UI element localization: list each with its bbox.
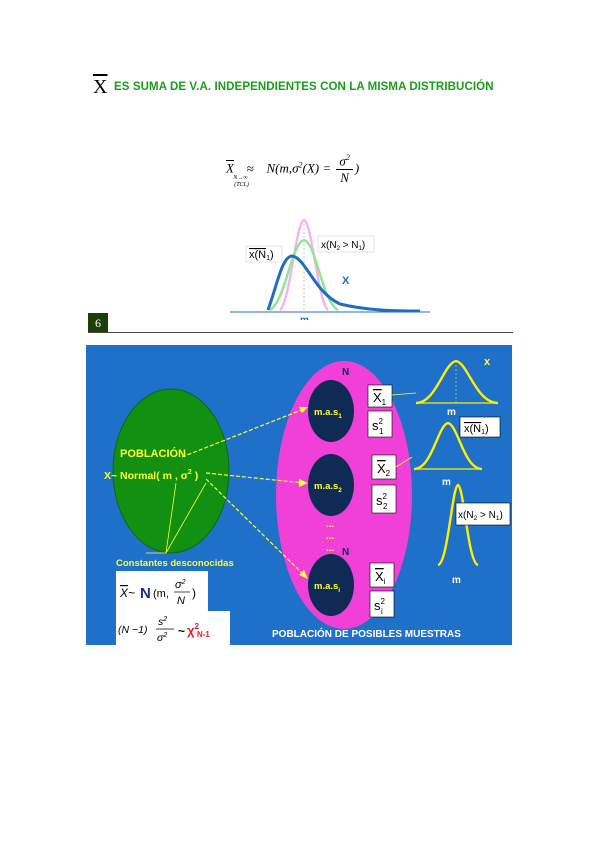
figure-m-label: m — [300, 315, 309, 320]
svg-text:s21: s21 — [372, 417, 384, 436]
constants-label: Constantes desconocidas — [116, 558, 234, 569]
svg-text:x(N2 > N1): x(N2 > N1) — [321, 240, 365, 252]
approx-sub-tcl: (TCL) — [234, 181, 249, 188]
population-title: POBLACIÓN — [120, 447, 186, 460]
bottom-label: POBLACIÓN DE POSIBLES MUESTRAS — [272, 627, 461, 640]
curve-mid — [269, 238, 339, 312]
dots-2: ... — [326, 531, 335, 542]
n-label-bottom: N — [342, 547, 349, 558]
approx-symbol: ≈ — [246, 160, 254, 176]
stat-box-xbar-1: X1 — [367, 384, 393, 408]
svg-text:X2: X2 — [377, 461, 391, 478]
svg-text:N: N — [177, 595, 185, 607]
svg-text:): ) — [192, 586, 196, 600]
fraction-num: σ2 — [336, 153, 353, 171]
svg-text:x(N1): x(N1) — [464, 423, 489, 436]
tcl-formula: X ≈ N→∞ (TCL) N(m,σ2(X) = σ2 N ) — [226, 153, 360, 188]
svg-text:s2i: s2i — [374, 597, 386, 616]
formula-rhs-a: N(m,σ — [266, 160, 299, 176]
slide-number: 6 — [88, 313, 108, 333]
svg-text:m.a.s2: m.a.s2 — [314, 481, 342, 494]
xbar-symbol: X — [93, 76, 108, 98]
sample-i: m.a.si — [308, 554, 354, 616]
constant-line-1 — [165, 482, 177, 554]
arrow-to-sample-2 — [205, 472, 305, 484]
svg-text:(m,: (m, — [153, 588, 169, 600]
link-xbar-2 — [395, 456, 413, 468]
arrow-to-sample-i — [205, 478, 305, 576]
svg-text:s2: s2 — [158, 616, 167, 628]
formula-box-xbar: X~ N (m, σ2 N ) — [116, 571, 208, 611]
svg-text:~: ~ — [178, 624, 185, 638]
svg-text:σ2: σ2 — [175, 579, 186, 591]
dots-3: ... — [326, 543, 335, 554]
label-xbar-n2-right: x(N2 > N1) — [455, 502, 511, 526]
density-figure: x(N1) x(N2 > N1) X m — [230, 218, 430, 320]
svg-text:χ2N-1: χ2N-1 — [187, 622, 210, 639]
curve-m-label-2: m — [442, 477, 451, 488]
svg-text:m.a.s1: m.a.s1 — [314, 407, 342, 420]
curve-xbar-n1 — [413, 421, 483, 471]
divider-line — [88, 332, 513, 333]
link-xbar-1 — [391, 392, 417, 396]
arrow-to-sample-1 — [181, 408, 305, 458]
curve-m-label-3: m — [452, 575, 461, 586]
approx-sub-limit: N→∞ — [233, 174, 248, 181]
curve-m-label-1: m — [447, 407, 456, 418]
formula-rhs-sup: 2 — [298, 160, 303, 170]
label-xbar-n1-right: x(N1) — [459, 416, 501, 438]
sample-2: m.a.s2 — [308, 454, 354, 516]
fraction-den: N — [340, 170, 349, 186]
formula-close: ) — [354, 160, 360, 176]
population-distribution: X~ Normal( m , σ2 ) — [104, 469, 198, 482]
svg-text:X~: X~ — [119, 586, 135, 600]
arrowhead-2 — [299, 479, 308, 487]
formula-fraction: σ2 N — [336, 153, 353, 186]
formula-xbar: X — [226, 160, 234, 176]
figure-x-label: X — [342, 275, 350, 287]
formula-rhs-b: (X) = — [302, 160, 332, 176]
arrowhead-1 — [299, 407, 308, 413]
svg-text:m.a.si: m.a.si — [314, 581, 340, 594]
curve-x-label: x — [484, 356, 491, 368]
label-xbar-n1: x(N1) — [245, 245, 283, 263]
stat-box-xbar-i: Xi — [369, 562, 395, 588]
svg-text:Xi: Xi — [375, 569, 386, 586]
curve-population — [266, 254, 421, 313]
page-heading: X ES SUMA DE V.A. INDEPENDIENTES CON LA … — [93, 76, 533, 100]
svg-text:s22: s22 — [376, 492, 388, 511]
sample-1: m.a.s1 — [308, 380, 354, 442]
svg-text:(N −1): (N −1) — [118, 624, 147, 636]
svg-text:X1: X1 — [373, 390, 387, 407]
arrowhead-3 — [299, 570, 308, 579]
svg-text:N: N — [140, 585, 151, 602]
svg-text:σ2: σ2 — [157, 632, 167, 644]
n-label-top: N — [342, 367, 349, 378]
stat-box-xbar-2: X2 — [371, 454, 397, 480]
heading-text: ES SUMA DE V.A. INDEPENDIENTES CON LA MI… — [114, 81, 494, 93]
dots-1: ... — [326, 519, 335, 530]
constant-line-2 — [165, 482, 207, 554]
slide-panel: POBLACIÓN X~ Normal( m , σ2 ) Constantes… — [86, 345, 512, 645]
population-ellipse — [112, 388, 230, 554]
curve-xbar-n2 — [437, 483, 479, 567]
label-xbar-n2: x(N2 > N1) — [317, 235, 375, 253]
svg-text:x(N2 > N1): x(N2 > N1) — [458, 510, 503, 522]
svg-text:x(N1): x(N1) — [249, 249, 274, 262]
formula-approx: ≈ N→∞ (TCL) — [233, 160, 263, 188]
